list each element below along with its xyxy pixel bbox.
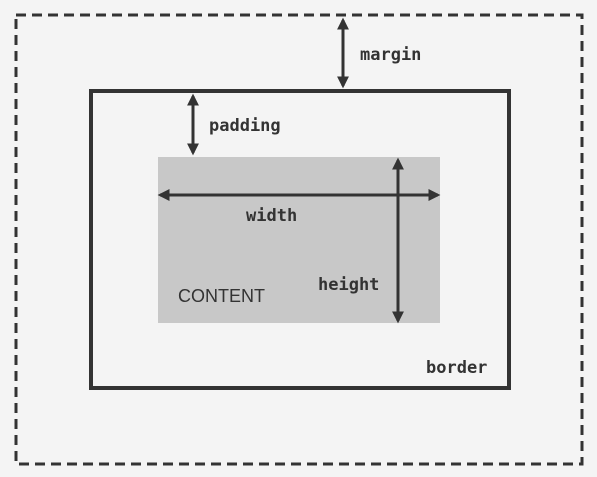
padding-label: padding (209, 116, 281, 136)
height-label: height (318, 275, 379, 295)
margin-box (14, 13, 584, 466)
border-box (89, 89, 511, 390)
content-label: CONTENT (178, 286, 265, 306)
width-label: width (246, 206, 297, 226)
margin-label: margin (360, 45, 421, 65)
border-label: border (426, 358, 487, 378)
